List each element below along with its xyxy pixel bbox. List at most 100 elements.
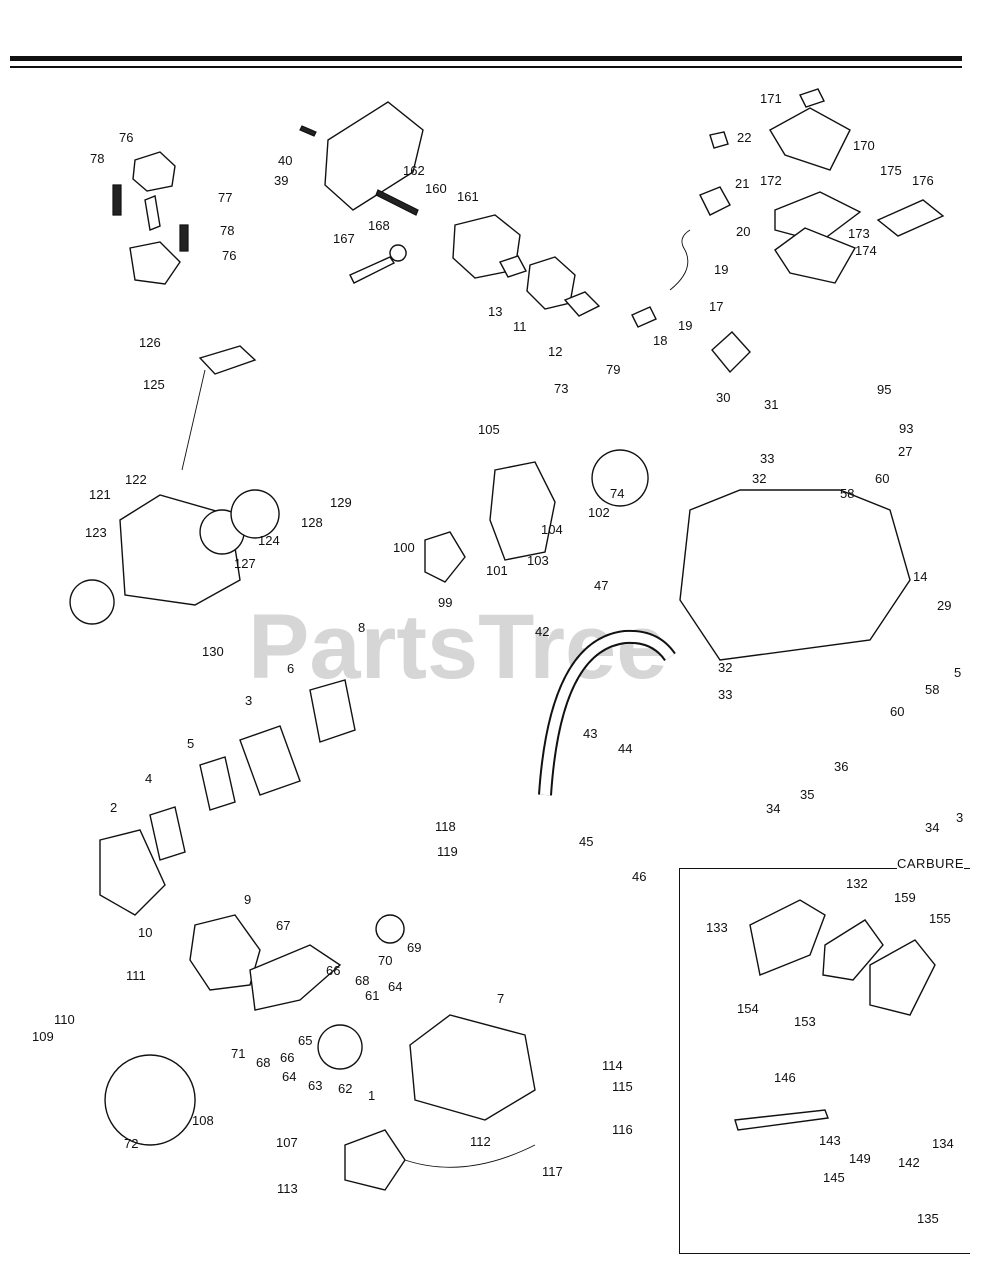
- part-label-102: 102: [588, 505, 610, 520]
- part-label-73: 73: [554, 381, 568, 396]
- part-label-35: 35: [800, 787, 814, 802]
- part-label-8: 8: [358, 620, 365, 635]
- part-label-101: 101: [486, 563, 508, 578]
- part-76-lower: [129, 241, 181, 285]
- part-9-case-half: [189, 914, 261, 991]
- part-42-handlebar-inner: [540, 631, 675, 796]
- part-label-36: 36: [834, 759, 848, 774]
- part-label-22: 22: [737, 130, 751, 145]
- part-label-71: 71: [231, 1046, 245, 1061]
- part-label-129: 129: [330, 495, 352, 510]
- part-13-gasket: [498, 255, 528, 278]
- part-label-117: 117: [542, 1164, 563, 1179]
- part-17-hose: [669, 229, 691, 291]
- part-132-body: [749, 899, 826, 976]
- part-label-121: 121: [89, 487, 111, 502]
- part-104-cover: [489, 461, 556, 561]
- part-label-5e: 5: [954, 665, 961, 680]
- part-label-113: 113: [277, 1181, 298, 1196]
- part-label-108: 108: [192, 1113, 214, 1128]
- part-12-gasket: [563, 291, 601, 317]
- part-label-159: 159: [894, 890, 916, 905]
- part-2-housing: [99, 829, 166, 916]
- part-73-drum: [591, 449, 649, 507]
- part-77-clip: [144, 195, 161, 231]
- part-176-sheet: [876, 199, 945, 237]
- part-label-127: 127: [234, 556, 256, 571]
- part-label-58b: 58: [925, 682, 939, 697]
- part-label-72: 72: [124, 1136, 138, 1151]
- part-18-filter: [631, 306, 657, 328]
- part-label-133: 133: [706, 920, 728, 935]
- part-1-cylinder: [409, 1014, 536, 1121]
- part-label-134: 134: [932, 1136, 954, 1151]
- part-label-39: 39: [274, 173, 288, 188]
- part-label-116: 116: [612, 1122, 633, 1137]
- part-label-3: 3: [245, 693, 252, 708]
- part-label-60a: 60: [875, 471, 889, 486]
- part-label-12: 12: [548, 344, 562, 359]
- part-14-crankcase: [679, 489, 911, 661]
- part-label-143: 143: [819, 1133, 841, 1148]
- part-label-168: 168: [368, 218, 390, 233]
- part-label-19a: 19: [714, 262, 728, 277]
- part-label-46: 46: [632, 869, 646, 884]
- part-label-145: 145: [823, 1170, 845, 1185]
- part-label-161: 161: [457, 189, 479, 204]
- part-label-175: 175: [880, 163, 902, 178]
- part-label-103: 103: [527, 553, 549, 568]
- part-label-5: 5: [187, 736, 194, 751]
- part-label-126: 126: [139, 335, 161, 350]
- part-label-105: 105: [478, 422, 500, 437]
- part-5-filter: [199, 756, 236, 811]
- part-label-4: 4: [145, 771, 152, 786]
- part-label-130: 130: [202, 644, 224, 659]
- part-label-34a: 34: [766, 801, 780, 816]
- part-label-155: 155: [929, 911, 951, 926]
- part-label-142: 142: [898, 1155, 920, 1170]
- part-label-76a: 76: [119, 130, 133, 145]
- header-rule-thick: [10, 56, 962, 61]
- part-label-78b: 78: [220, 223, 234, 238]
- part-label-17: 17: [709, 299, 723, 314]
- part-label-11: 11: [513, 319, 527, 334]
- part-146-lever: [734, 1109, 829, 1131]
- part-label-64a: 64: [388, 979, 402, 994]
- part-label-58a: 58: [840, 486, 854, 501]
- part-label-33a: 33: [760, 451, 774, 466]
- part-label-115: 115: [612, 1079, 633, 1094]
- part-123-disc: [69, 579, 115, 625]
- part-label-149: 149: [849, 1151, 871, 1166]
- part-4-plate: [149, 806, 186, 861]
- part-label-32a: 32: [752, 471, 766, 486]
- part-label-77: 77: [218, 190, 232, 205]
- part-label-111: 111: [126, 968, 146, 983]
- part-label-43: 43: [583, 726, 597, 741]
- part-label-64b: 64: [282, 1069, 296, 1084]
- part-label-104: 104: [541, 522, 563, 537]
- part-label-62: 62: [338, 1081, 352, 1096]
- part-label-128: 128: [301, 515, 323, 530]
- part-label-125: 125: [143, 377, 165, 392]
- part-171-cap: [799, 88, 825, 108]
- part-76-upper: [132, 151, 176, 192]
- part-label-123: 123: [85, 525, 107, 540]
- part-label-66b: 66: [280, 1050, 294, 1065]
- part-label-95: 95: [877, 382, 891, 397]
- part-label-65: 65: [298, 1033, 312, 1048]
- part-label-146: 146: [774, 1070, 796, 1085]
- part-label-172: 172: [760, 173, 782, 188]
- part-label-68a: 68: [355, 973, 369, 988]
- part-label-20: 20: [736, 224, 750, 239]
- part-125-rope: [181, 369, 206, 471]
- part-3-frame: [239, 725, 301, 796]
- part-label-14: 14: [913, 569, 927, 584]
- part-label-74: 74: [610, 486, 624, 501]
- part-label-122: 122: [125, 472, 147, 487]
- part-label-33b: 33: [718, 687, 732, 702]
- part-label-119: 119: [437, 844, 458, 859]
- part-22-knob: [709, 131, 729, 149]
- part-label-66a: 66: [326, 963, 340, 978]
- part-124-pulley: [230, 489, 280, 539]
- part-61-piston: [317, 1024, 363, 1070]
